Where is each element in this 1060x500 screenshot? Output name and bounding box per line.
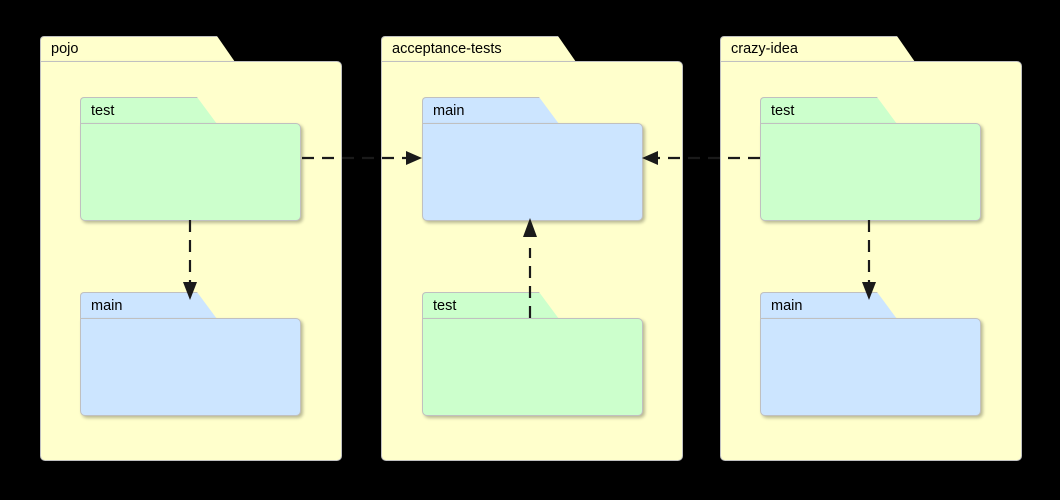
arrowhead-up-icon — [523, 218, 537, 237]
package-pojo-label: pojo — [51, 41, 79, 58]
package-pojo-tab: pojo — [40, 36, 235, 62]
folder-at-main[interactable]: main — [422, 97, 643, 221]
folder-at-test-label: test — [433, 297, 457, 314]
package-pojo[interactable]: pojo test main — [40, 36, 342, 461]
folder-at-test-tab: test — [422, 292, 559, 319]
folder-pojo-test-label: test — [91, 102, 115, 119]
folder-ci-test-label: test — [771, 102, 795, 119]
arrowhead-left-icon — [642, 151, 658, 165]
arrowhead-down-icon — [862, 282, 876, 300]
folder-at-main-body — [422, 123, 643, 221]
package-crazy-idea-label: crazy-idea — [731, 41, 798, 58]
folder-at-test-body — [422, 318, 643, 416]
folder-ci-main-body — [760, 318, 981, 416]
folder-ci-test-body — [760, 123, 981, 221]
folder-at-main-label: main — [433, 102, 465, 119]
arrowhead-down-icon — [183, 282, 197, 300]
folder-ci-test[interactable]: test — [760, 97, 981, 221]
folder-pojo-main[interactable]: main — [80, 292, 301, 416]
folder-at-test[interactable]: test — [422, 292, 643, 416]
package-acceptance-tests[interactable]: acceptance-tests main test — [381, 36, 683, 461]
folder-pojo-test[interactable]: test — [80, 97, 301, 221]
folder-ci-test-tab: test — [760, 97, 897, 124]
arrowhead-right-icon — [406, 151, 422, 165]
package-crazy-idea-tab: crazy-idea — [720, 36, 915, 62]
package-acceptance-tests-label: acceptance-tests — [392, 41, 502, 58]
folder-at-main-tab: main — [422, 97, 559, 124]
folder-ci-main-label: main — [771, 297, 803, 314]
folder-pojo-main-body — [80, 318, 301, 416]
folder-pojo-main-label: main — [91, 297, 123, 314]
package-crazy-idea[interactable]: crazy-idea test main — [720, 36, 1022, 461]
folder-ci-main[interactable]: main — [760, 292, 981, 416]
folder-pojo-test-body — [80, 123, 301, 221]
package-acceptance-tests-tab: acceptance-tests — [381, 36, 576, 62]
folder-pojo-main-tab: main — [80, 292, 217, 319]
